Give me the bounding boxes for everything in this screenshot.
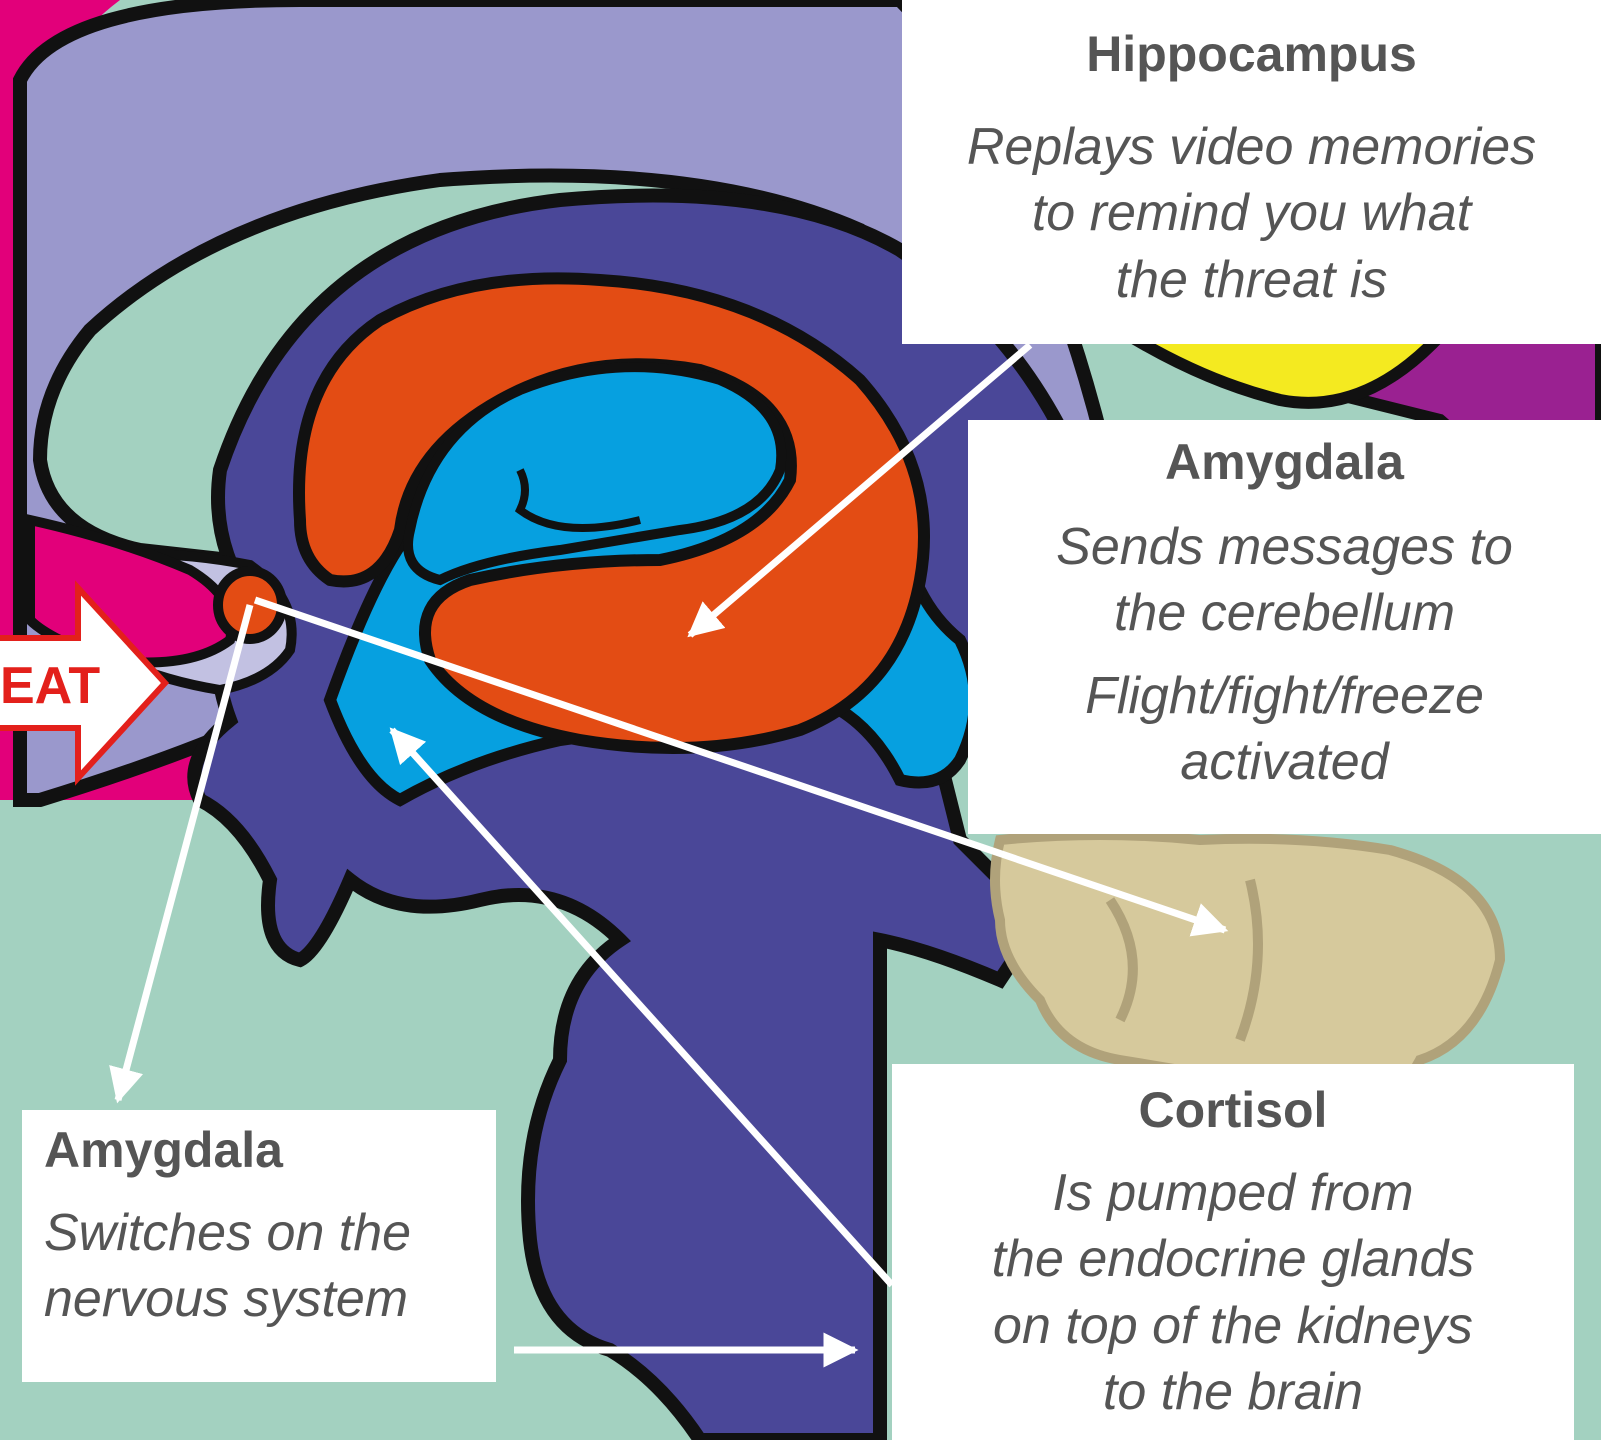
amygdala-left-description: Switches on the nervous system — [44, 1200, 496, 1333]
cortisol-title: Cortisol — [892, 1082, 1574, 1140]
hippocampus-line: the threat is — [1116, 251, 1388, 309]
threat-label: EAT — [0, 657, 100, 715]
amygdala-right-line: activated — [1180, 733, 1388, 791]
amygdala-right-description: Sends messages to the cerebellum — [968, 514, 1601, 647]
amygdala-left-title: Amygdala — [44, 1122, 496, 1180]
cortisol-line: the endocrine glands — [992, 1230, 1475, 1288]
cortisol-description: Is pumped from the endocrine glands on t… — [892, 1160, 1574, 1426]
hippocampus-line: Replays video memories — [967, 118, 1536, 176]
hippocampus-label-box: Hippocampus Replays video memories to re… — [902, 0, 1601, 344]
amygdala-right-line: Sends messages to — [1056, 518, 1513, 576]
amygdala-left-line: nervous system — [44, 1270, 408, 1328]
amygdala-cerebellum-label-box: Amygdala Sends messages to the cerebellu… — [968, 420, 1601, 834]
hippocampus-description: Replays video memories to remind you wha… — [902, 114, 1601, 314]
amygdala-right-line: the cerebellum — [1114, 584, 1455, 642]
amygdala-right-title: Amygdala — [968, 434, 1601, 492]
hippocampus-line: to remind you what — [1032, 184, 1471, 242]
amygdala-left-line: Switches on the — [44, 1204, 411, 1262]
amygdala-nervous-label-box: Amygdala Switches on the nervous system — [22, 1110, 496, 1382]
amygdala-right-line: Flight/fight/freeze — [1085, 667, 1484, 725]
cortisol-line: to the brain — [1103, 1363, 1363, 1421]
amygdala-right-description-2: Flight/fight/freeze activated — [968, 663, 1601, 796]
cortisol-line: Is pumped from — [1052, 1164, 1413, 1222]
hippocampus-title: Hippocampus — [902, 26, 1601, 84]
cortisol-line: on top of the kidneys — [993, 1297, 1473, 1355]
cortisol-label-box: Cortisol Is pumped from the endocrine gl… — [892, 1064, 1574, 1440]
